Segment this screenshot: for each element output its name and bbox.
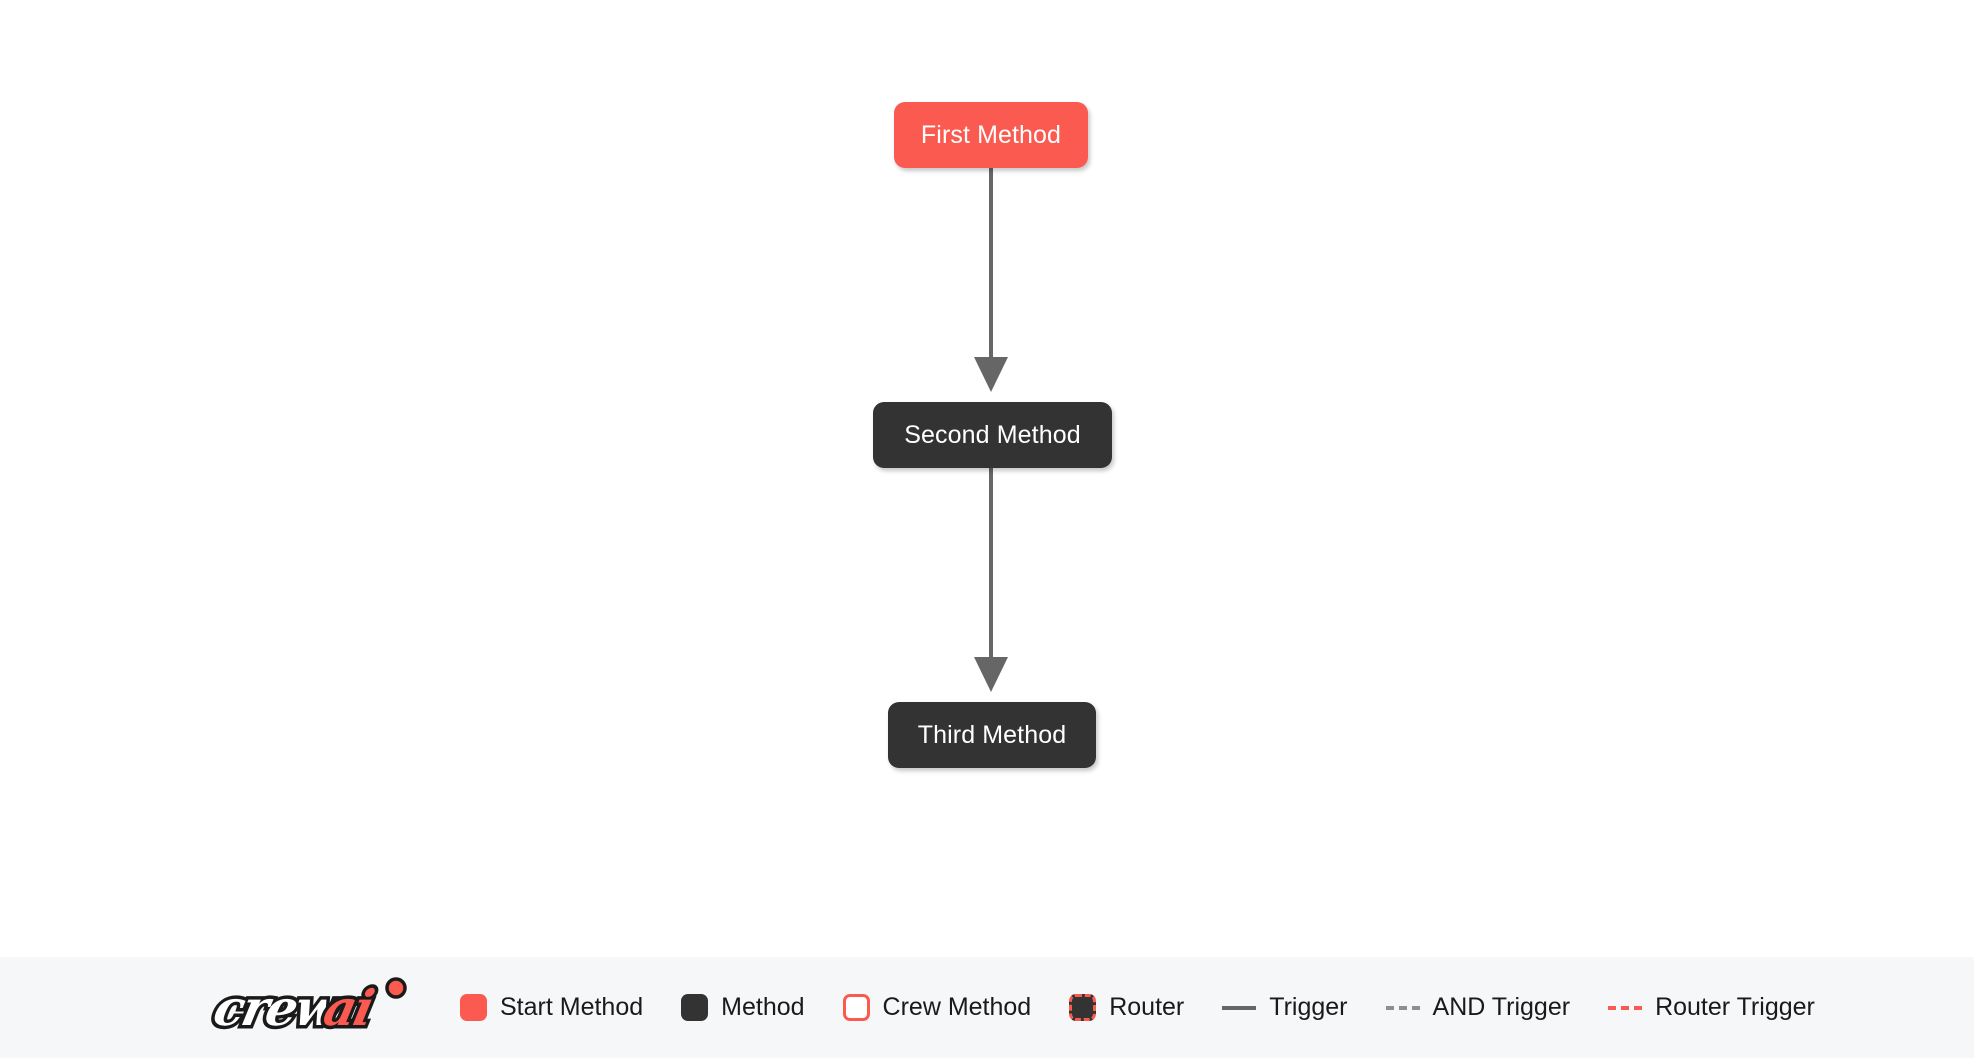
router-trigger-line-icon [1608,1005,1643,1010]
legend-items: Start Method Method Crew Method Router T… [460,994,1815,1021]
legend-item-and-trigger[interactable]: AND Trigger [1385,993,1571,1021]
router-swatch-icon [1069,994,1097,1021]
legend-label: AND Trigger [1432,993,1571,1021]
legend-label: Router Trigger [1655,993,1815,1021]
legend-label: Router [1109,993,1185,1021]
flow-node-first-method[interactable]: First Method [894,102,1088,168]
method-swatch-icon [681,994,709,1021]
edge-second-to-third [974,468,1008,692]
flow-canvas[interactable]: First Method Second Method Third Method [0,0,1974,957]
flow-node-second-method[interactable]: Second Method [873,402,1112,468]
legend-item-method[interactable]: Method [681,993,805,1021]
legend-label: Method [721,993,805,1021]
legend-bar: crew ai Start Method Method Crew Method [0,957,1974,1058]
crew-method-swatch-icon [842,994,870,1021]
legend-label: Start Method [500,993,644,1021]
edge-first-to-second [974,168,1008,392]
legend-item-router[interactable]: Router [1069,994,1184,1021]
start-method-swatch-icon [460,994,487,1021]
and-trigger-line-icon [1385,1005,1420,1010]
flow-node-label: Third Method [917,720,1067,749]
legend-label: Crew Method [882,993,1032,1021]
legend-item-start-method[interactable]: Start Method [460,994,643,1021]
legend-item-router-trigger[interactable]: Router Trigger [1608,995,1815,1020]
flow-node-label: Second Method [904,420,1081,449]
legend-label: Trigger [1269,993,1348,1021]
flow-node-third-method[interactable]: Third Method [888,702,1096,768]
flow-node-label: First Method [920,120,1062,149]
legend-item-crew-method[interactable]: Crew Method [842,993,1032,1021]
crewai-logo: crew ai [196,975,424,1041]
trigger-line-icon [1222,1005,1257,1010]
legend-item-trigger[interactable]: Trigger [1222,993,1348,1021]
svg-text:crew: crew [209,978,347,1036]
